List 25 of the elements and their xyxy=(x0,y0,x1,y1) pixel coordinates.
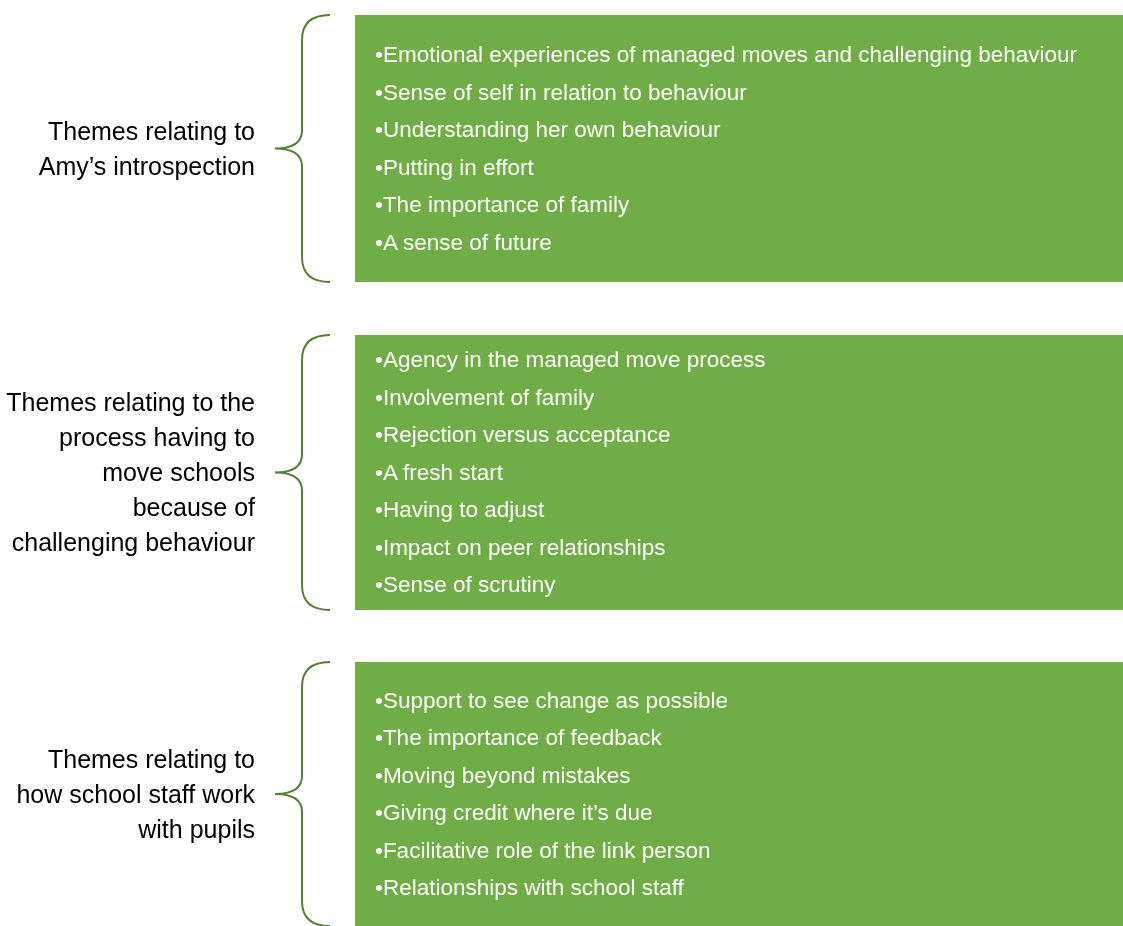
bullet-item: •A fresh start xyxy=(375,458,503,487)
bullet-item: •Putting in effort xyxy=(375,153,534,182)
theme-box xyxy=(355,335,1123,610)
theme-label: Themes relating to the process having to move schools because of challenging behaviour xyxy=(5,387,255,558)
bullet-item: •Agency in the managed move process xyxy=(375,346,766,375)
bullet-item: •Involvement of family xyxy=(375,383,595,412)
bullet-item: •Relationships with school staff xyxy=(375,874,684,902)
theme-label: Themes relating to Amy’s introspection xyxy=(37,115,255,182)
bullet-item: •Emotional experiences of managed moves and challenging behaviour xyxy=(375,41,1078,69)
bullet-item: •Support to see change as possible xyxy=(375,686,729,715)
bullet-item: •Understanding her own behaviour xyxy=(375,116,721,144)
bullet-item: •Impact on peer relationships xyxy=(375,533,666,562)
bullet-item: •Sense of scrutiny xyxy=(375,571,556,600)
bullet-item: •The importance of family xyxy=(375,191,630,219)
bullet-item: •The importance of feedback xyxy=(375,724,662,752)
theme-box xyxy=(355,15,1123,282)
theme-label: Themes relating to how school staff work with pupils xyxy=(15,743,255,845)
bullet-item: •Moving beyond mistakes xyxy=(375,761,631,790)
bullet-item: •Facilitative role of the link person xyxy=(375,836,711,865)
bullet-item: •Having to adjust xyxy=(375,496,545,525)
bullet-item: •Rejection versus acceptance xyxy=(375,421,671,450)
bullet-item: •Sense of self in relation to behaviour xyxy=(375,78,747,107)
bullet-item: •Giving credit where it’s due xyxy=(375,799,653,827)
bullet-item: •A sense of future xyxy=(375,228,552,257)
theme-box xyxy=(355,662,1123,926)
